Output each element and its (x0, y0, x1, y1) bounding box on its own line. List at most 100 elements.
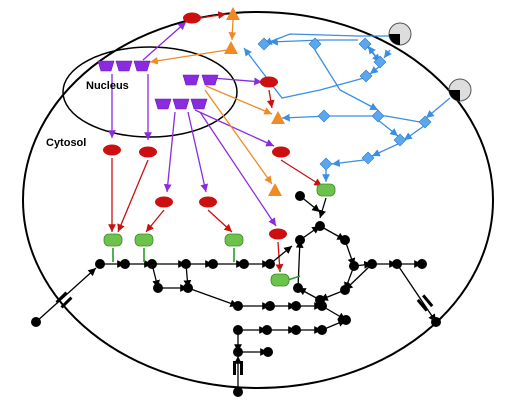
metabolite-node (265, 301, 275, 311)
metabolite-node (367, 259, 377, 269)
edge (211, 77, 263, 86)
metabolite-node (233, 347, 243, 357)
edge (314, 49, 379, 111)
edge (204, 89, 273, 185)
channel-bar (60, 296, 73, 309)
edge (199, 11, 227, 20)
metabolite-node (233, 301, 243, 311)
cytosol-label: Cytosol (46, 137, 87, 149)
edge (295, 239, 304, 289)
metabolite-node (120, 259, 130, 269)
gene-node (182, 74, 200, 86)
channel-bar (416, 298, 428, 312)
edge (228, 19, 237, 41)
edge (243, 47, 365, 99)
mrna-node (139, 146, 157, 158)
metabolite-node (417, 259, 427, 269)
metabolite-node (208, 259, 218, 269)
edge (269, 37, 358, 46)
mrna-node (103, 144, 121, 156)
metabolite-node (317, 325, 327, 335)
metabolite-node (341, 315, 351, 325)
kinase-node (308, 37, 322, 51)
receptor-wedge (449, 90, 460, 101)
nucleus-membrane (62, 46, 238, 138)
edge (142, 21, 187, 61)
kinase-node (393, 133, 407, 147)
nucleus-label: Nucleus (86, 80, 129, 92)
metabolite-node (233, 325, 243, 335)
edge (163, 111, 176, 193)
edge (369, 65, 381, 75)
protein-node (316, 183, 336, 197)
metabolite-node (295, 191, 305, 201)
mrna-node (269, 228, 287, 240)
edge (149, 49, 228, 65)
protein-node (134, 233, 154, 247)
signal-node (224, 41, 238, 54)
signal-node (226, 7, 240, 20)
signal-node (271, 111, 285, 124)
kinase-node (317, 109, 331, 123)
edge (371, 143, 399, 157)
mrna-node (155, 196, 173, 208)
kinase-node (257, 37, 271, 51)
kinase-node (361, 151, 375, 165)
edge (199, 111, 277, 227)
metabolite-node (183, 283, 193, 293)
edge (425, 97, 451, 119)
gene-node (172, 98, 190, 110)
gene-node (190, 98, 208, 110)
channel-bar (233, 361, 236, 375)
metabolite-node (291, 325, 301, 335)
membrane-channel (55, 291, 73, 309)
edge (287, 275, 301, 281)
edge (194, 109, 275, 147)
metabolite-node (431, 317, 441, 327)
gene-node (115, 60, 133, 72)
gene-node (201, 74, 219, 86)
mrna-node (183, 12, 201, 24)
mrna-node (272, 146, 290, 158)
channel-bar (240, 361, 243, 375)
channel-bar (422, 294, 434, 308)
membrane-channel (416, 294, 434, 312)
mrna-node (260, 76, 278, 88)
metabolite-node (95, 259, 105, 269)
cell-membrane (22, 11, 494, 389)
receptor-wedge (389, 34, 400, 45)
metabolite-node (295, 235, 305, 245)
kinase-node (373, 55, 387, 69)
interaction-edges (35, 11, 451, 392)
edge (263, 33, 392, 45)
protein-node (224, 233, 244, 247)
metabolite-node (239, 259, 249, 269)
channel-bar (55, 291, 68, 304)
kinase-node (418, 115, 432, 129)
metabolite-node (315, 221, 325, 231)
metabolite-node (315, 295, 325, 305)
metabolite-node (340, 235, 350, 245)
metabolite-node (291, 301, 301, 311)
edge (117, 159, 149, 233)
mrna-node (199, 196, 217, 208)
gene-node (133, 60, 151, 72)
edge (377, 119, 399, 137)
edge (403, 125, 425, 141)
network-nodes (31, 7, 472, 397)
metabolite-node (265, 259, 275, 269)
edge (318, 197, 327, 219)
gene-node (154, 98, 172, 110)
edge (187, 287, 239, 308)
metabolite-node (392, 259, 402, 269)
membrane-channel (233, 361, 243, 375)
metabolite-node (233, 387, 243, 397)
metabolite-node (31, 317, 41, 327)
edge (344, 263, 373, 291)
metabolite-node (181, 259, 191, 269)
kinase-node (319, 157, 333, 171)
metabolite-node (153, 283, 163, 293)
metabolite-node (147, 259, 157, 269)
edge (266, 89, 275, 109)
